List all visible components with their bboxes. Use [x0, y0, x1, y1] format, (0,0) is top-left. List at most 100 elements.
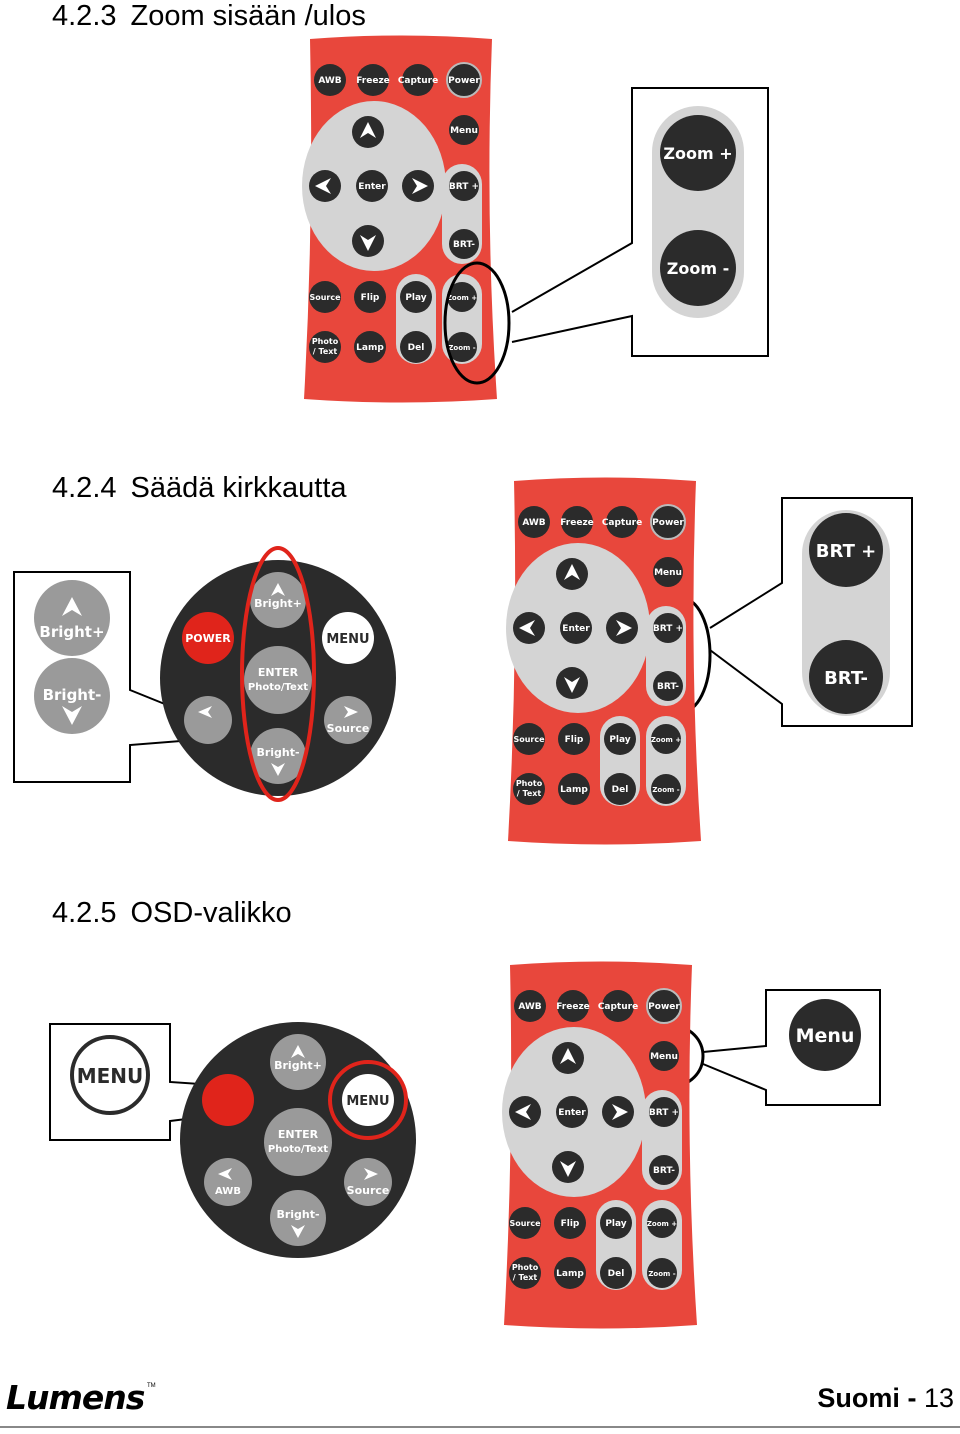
section-number: 4.2.3	[52, 0, 117, 32]
zoom-plus-button[interactable]: Zoom +	[647, 1208, 677, 1238]
source-button[interactable]: Source	[309, 281, 341, 313]
svg-text:Zoom +: Zoom +	[647, 1220, 677, 1228]
del-button[interactable]: Del	[604, 773, 636, 805]
svg-text:Zoom +: Zoom +	[663, 144, 732, 163]
enter-button[interactable]: Enter	[556, 1096, 588, 1128]
power-button[interactable]: Power	[446, 62, 482, 98]
flip-button[interactable]: Flip	[354, 281, 386, 313]
up-arrow-icon	[564, 564, 580, 580]
section-title: Säädä kirkkautta	[130, 472, 347, 504]
power-button[interactable]: Power	[650, 504, 686, 540]
svg-text:ENTER: ENTER	[278, 1128, 319, 1141]
svg-text:MENU: MENU	[326, 632, 369, 647]
left-arrow-button[interactable]	[509, 1096, 541, 1128]
awb-round-button[interactable]: AWB	[204, 1158, 252, 1206]
left-arrow-button[interactable]	[513, 612, 545, 644]
right-arrow-button[interactable]	[402, 170, 434, 202]
bright-plus-button[interactable]: Bright+	[250, 572, 306, 628]
source-button[interactable]: Source	[509, 1207, 541, 1239]
svg-text:Capture: Capture	[598, 1002, 638, 1012]
svg-text:Del: Del	[408, 343, 425, 353]
awb-button[interactable]: AWB	[514, 990, 546, 1022]
svg-text:Lamp: Lamp	[356, 343, 384, 353]
brt-plus-button[interactable]: BRT +	[653, 613, 683, 643]
page-number: 13	[923, 1383, 954, 1413]
freeze-button[interactable]: Freeze	[556, 990, 590, 1022]
down-arrow-button[interactable]	[552, 1151, 584, 1183]
flip-button[interactable]: Flip	[554, 1207, 586, 1239]
down-arrow-icon	[62, 706, 82, 725]
zoom-minus-button[interactable]: Zoom -	[447, 332, 477, 362]
menu-round-button[interactable]: MENU	[342, 1074, 394, 1126]
del-button[interactable]: Del	[600, 1257, 632, 1289]
photo-text-button[interactable]: Photo/ Text	[509, 1257, 541, 1289]
up-arrow-button[interactable]	[352, 116, 384, 148]
svg-text:Flip: Flip	[561, 1219, 580, 1229]
photo-text-button[interactable]: Photo/ Text	[513, 773, 545, 805]
right-arrow-button[interactable]	[602, 1096, 634, 1128]
photo-text-button[interactable]: Photo/ Text	[309, 331, 341, 363]
capture-button[interactable]: Capture	[598, 990, 638, 1022]
brt-minus-button[interactable]: BRT-	[649, 1155, 679, 1185]
flip-button[interactable]: Flip	[558, 723, 590, 755]
play-button[interactable]: Play	[400, 281, 432, 313]
zoom-minus-button[interactable]: Zoom -	[651, 774, 681, 804]
bright-minus-button[interactable]: Bright-	[250, 728, 306, 784]
up-arrow-button[interactable]	[556, 558, 588, 590]
down-arrow-button[interactable]	[352, 225, 384, 257]
right-arrow-button[interactable]	[606, 612, 638, 644]
brt-minus-button[interactable]: BRT-	[449, 229, 479, 259]
lamp-button[interactable]: Lamp	[554, 1257, 586, 1289]
menu-button[interactable]: Menu	[649, 1041, 679, 1071]
lamp-button[interactable]: Lamp	[354, 331, 386, 363]
zoom-plus-callout: Zoom +	[660, 115, 736, 191]
remote-zoom: AWB Freeze Capture Power Menu Enter BRT …	[292, 34, 512, 409]
down-arrow-button[interactable]	[556, 667, 588, 699]
freeze-button[interactable]: Freeze	[560, 506, 594, 538]
svg-text:Zoom +: Zoom +	[447, 294, 477, 302]
svg-text:Source: Source	[513, 735, 545, 744]
left-arrow-icon	[198, 706, 212, 718]
source-round-button[interactable]: Source	[344, 1158, 392, 1206]
awb-button[interactable]: AWB	[518, 506, 550, 538]
zoom-plus-button[interactable]: Zoom +	[447, 282, 477, 312]
bright-minus-button[interactable]: Bright-	[270, 1190, 326, 1246]
zoom-minus-button[interactable]: Zoom -	[647, 1258, 677, 1288]
brt-plus-button[interactable]: BRT +	[449, 171, 479, 201]
left-arrow-button[interactable]	[309, 170, 341, 202]
svg-text:Source: Source	[309, 293, 341, 302]
source-round-button[interactable]: Source	[324, 696, 372, 744]
svg-text:BRT-: BRT-	[824, 668, 868, 689]
enter-button[interactable]: Enter	[560, 612, 592, 644]
capture-button[interactable]: Capture	[398, 64, 438, 96]
awb-round-button[interactable]	[184, 696, 232, 744]
zoom-plus-button[interactable]: Zoom +	[651, 724, 681, 754]
lamp-button[interactable]: Lamp	[558, 773, 590, 805]
up-arrow-icon	[560, 1048, 576, 1064]
play-button[interactable]: Play	[600, 1207, 632, 1239]
svg-text:Zoom +: Zoom +	[651, 736, 681, 744]
power-button[interactable]: Power	[646, 988, 682, 1024]
menu-button[interactable]: Menu	[653, 557, 683, 587]
bright-plus-button[interactable]: Bright+	[270, 1034, 326, 1090]
svg-text:BRT-: BRT-	[453, 240, 475, 250]
capture-button[interactable]: Capture	[602, 506, 642, 538]
menu-button[interactable]: Menu	[449, 115, 479, 145]
source-button[interactable]: Source	[513, 723, 545, 755]
menu-round-callout: MENU	[70, 1035, 150, 1115]
enter-button[interactable]: Enter	[356, 170, 388, 202]
power-round-button[interactable]: POWER	[182, 612, 234, 664]
menu-round-button[interactable]: MENU	[322, 612, 374, 664]
play-button[interactable]: Play	[604, 723, 636, 755]
power-round-button[interactable]	[202, 1074, 254, 1126]
freeze-button[interactable]: Freeze	[356, 64, 390, 96]
del-button[interactable]: Del	[400, 331, 432, 363]
brt-minus-button[interactable]: BRT-	[653, 671, 683, 701]
brt-plus-button[interactable]: BRT +	[649, 1097, 679, 1127]
awb-button[interactable]: AWB	[314, 64, 346, 96]
up-arrow-button[interactable]	[552, 1042, 584, 1074]
